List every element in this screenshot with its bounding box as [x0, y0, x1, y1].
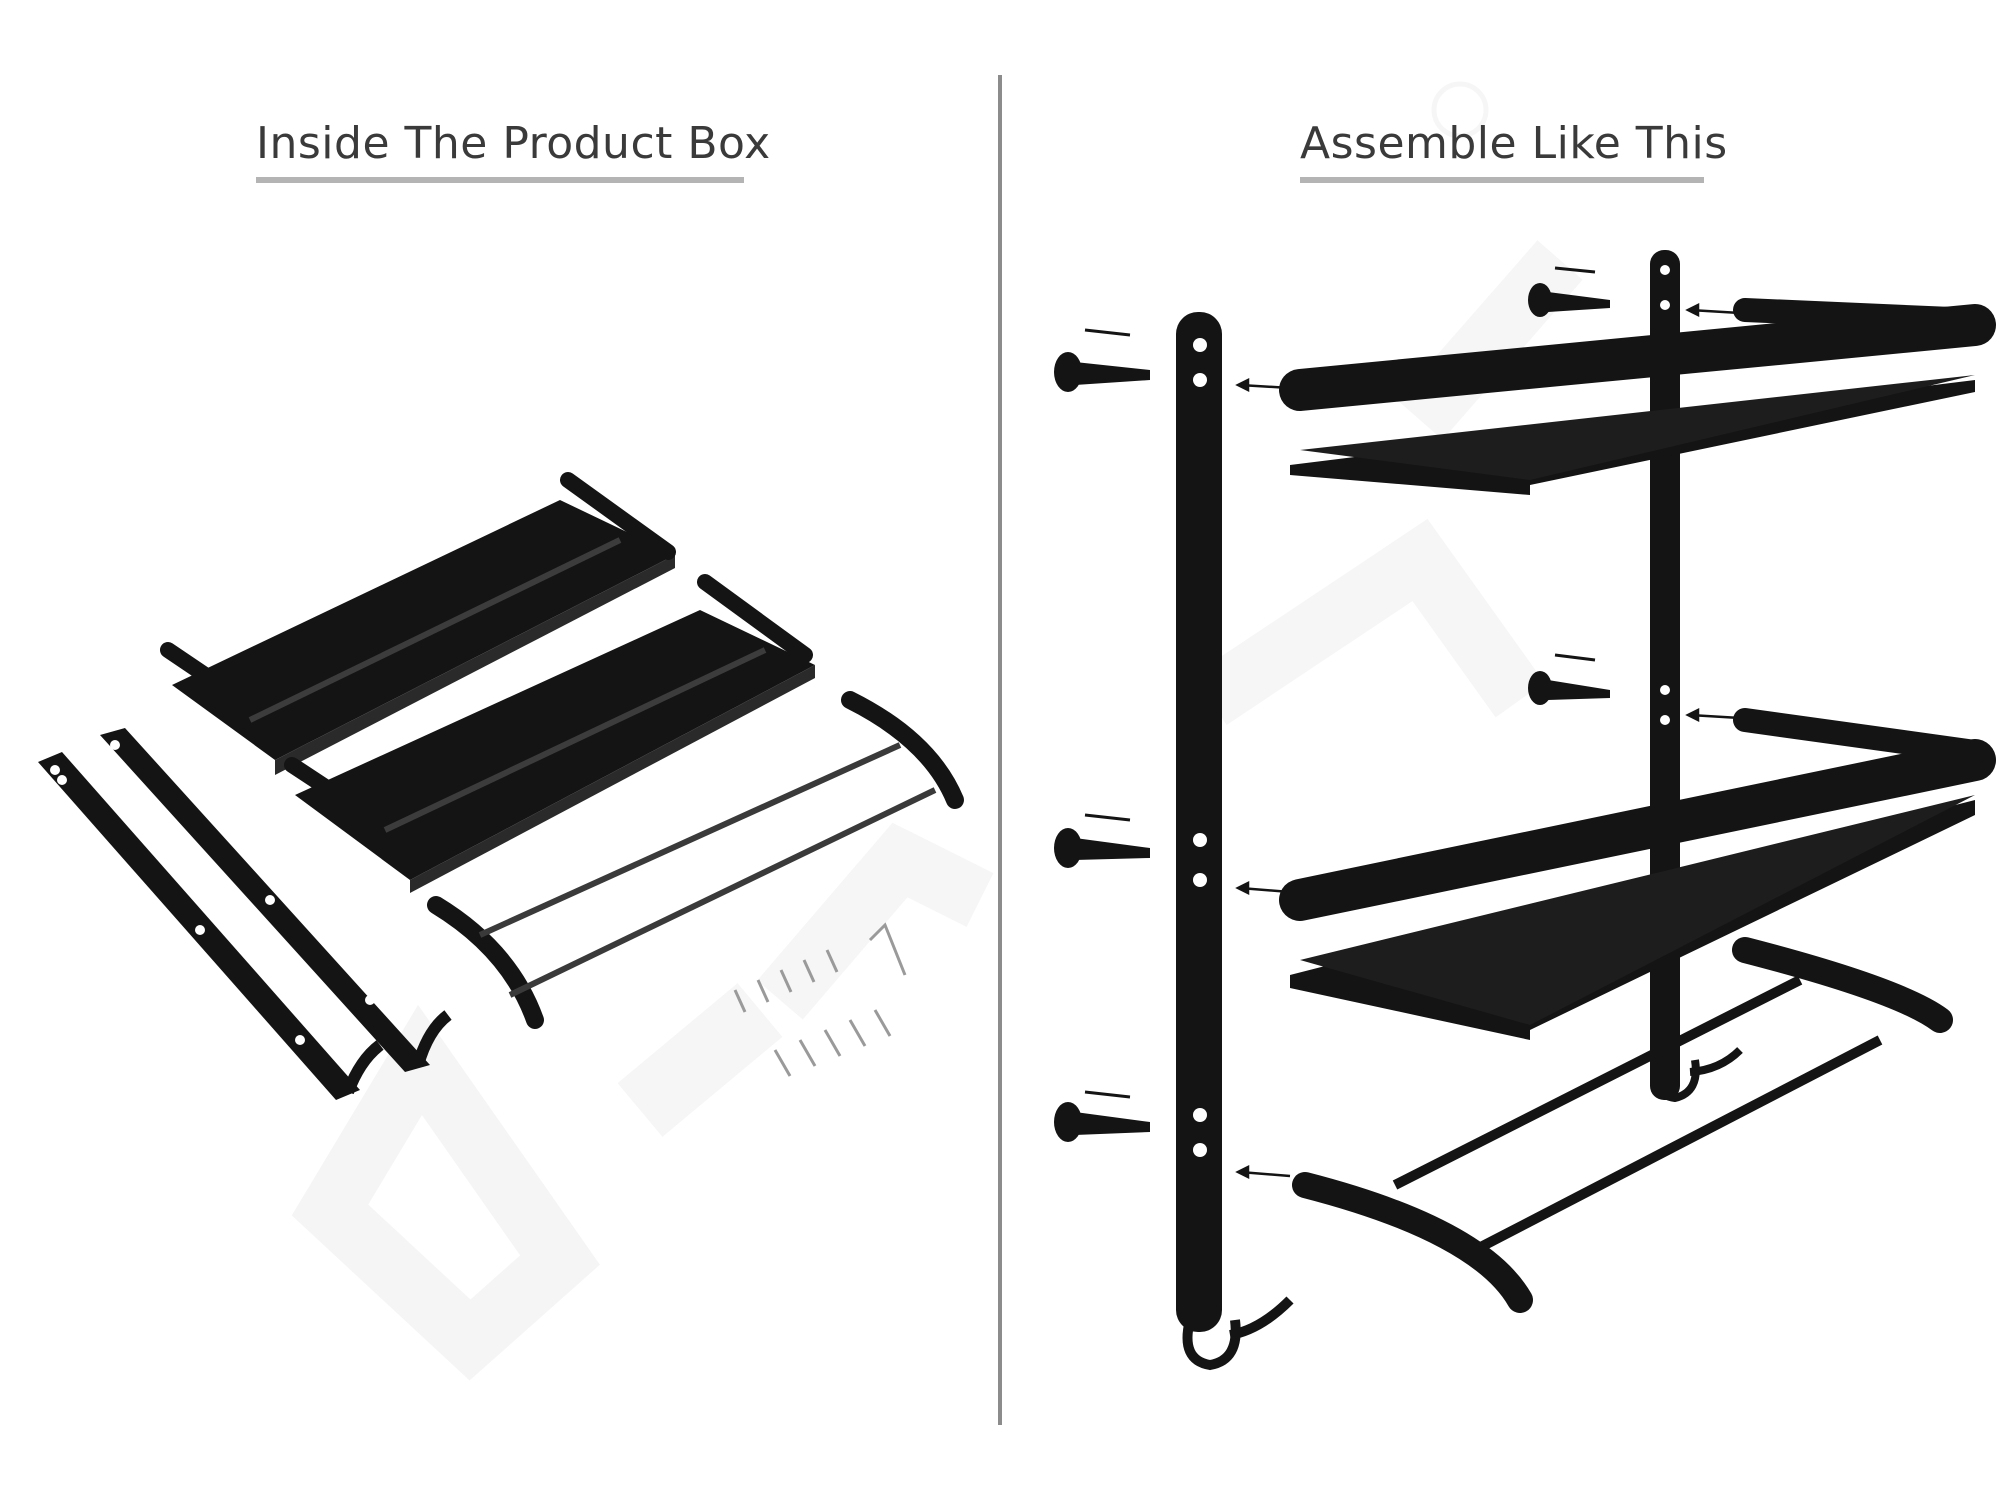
title-inside-box: Inside The Product Box [256, 118, 770, 183]
screw-top-left [1054, 328, 1150, 392]
registered-mark-icon [1431, 81, 1489, 139]
shelf-part-2 [284, 574, 815, 893]
upright-right [1650, 250, 1743, 1103]
title-assemble: Assemble Like This [1300, 118, 1727, 183]
bracket-part-2 [100, 728, 452, 1072]
shelf-part-1 [160, 472, 676, 775]
towel-bar [1292, 937, 1953, 1313]
shelf-middle [1279, 708, 1996, 1040]
screws-and-anchors [733, 922, 907, 1077]
towel-bar-part [427, 691, 964, 1029]
screw-mid-left [1054, 813, 1150, 868]
assembly-arrows [1235, 302, 1741, 1180]
panel-divider [998, 75, 1002, 1425]
shelf-top [1279, 298, 1996, 495]
screw-mid-right [1528, 653, 1610, 705]
bracket-part-1 [38, 752, 384, 1100]
upright-left [1176, 312, 1294, 1371]
screw-top-right [1528, 266, 1610, 317]
screw-bottom-left [1054, 1090, 1150, 1142]
